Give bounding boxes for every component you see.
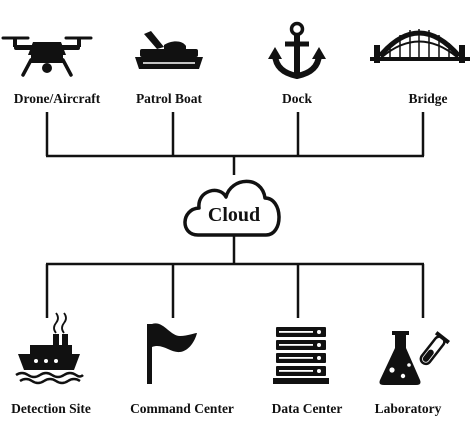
node-label-bridge: Bridge	[408, 91, 448, 106]
flask-icon	[379, 331, 451, 385]
node-label-data-center: Data Center	[271, 401, 343, 416]
node-label-detection-site: Detection Site	[11, 401, 91, 416]
node-label-laboratory: Laboratory	[374, 401, 442, 416]
anchor-icon	[268, 21, 326, 80]
node-label-dock: Dock	[282, 91, 312, 106]
hub-label-cloud: Cloud	[207, 204, 261, 226]
drone-icon	[1, 36, 93, 77]
node-label-command-center: Command Center	[130, 401, 234, 416]
top-connector	[45, 112, 425, 175]
node-label-patrol-boat: Patrol Boat	[135, 91, 203, 106]
cloud-icon	[183, 179, 281, 237]
server-rack-icon	[273, 327, 329, 384]
bottom-connector	[45, 236, 425, 318]
node-label-drone-aircraft: Drone/Aircraft	[13, 91, 101, 106]
bridge-icon	[370, 29, 470, 63]
ship-icon	[15, 312, 84, 385]
patrol-boat-icon	[135, 31, 203, 69]
flag-icon	[147, 323, 197, 384]
